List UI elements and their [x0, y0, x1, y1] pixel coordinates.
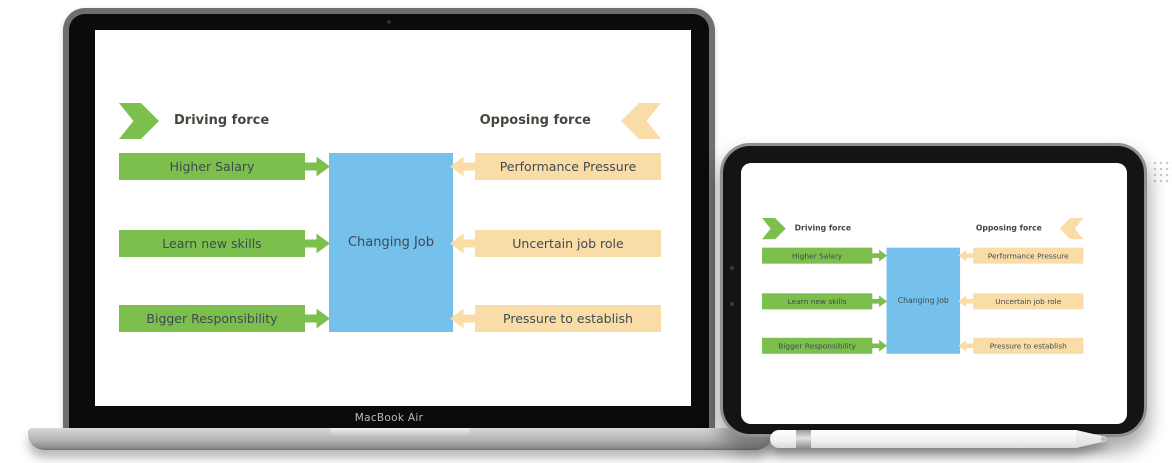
arrow-right-icon: [304, 233, 330, 254]
opposing-chevron-icon: [1059, 218, 1084, 240]
arrow-left-icon: [958, 339, 974, 352]
driving-force-bar: Higher Salary: [762, 247, 888, 264]
center-node: Changing Job: [329, 153, 453, 332]
opposing-force-label: Performance Pressure: [499, 159, 637, 174]
laptop-brand-label: MacBook Air: [354, 412, 424, 424]
stylus-body: [770, 430, 1078, 448]
driving-force-header: Driving force: [794, 223, 852, 233]
force-field-diagram-tablet: Driving force Opposing force Higher Sala…: [762, 218, 1084, 354]
driving-chevron-icon: [119, 103, 159, 139]
opposing-force-header: Opposing force: [479, 113, 591, 128]
opposing-force-bar: Pressure to establish: [450, 305, 661, 332]
stylus-band: [796, 430, 811, 448]
opposing-force-header: Opposing force: [975, 223, 1042, 233]
force-field-diagram-laptop: Driving force Opposing force Higher Sala…: [119, 103, 661, 333]
opposing-force-bar: Uncertain job role: [450, 230, 661, 257]
arrow-left-icon: [450, 156, 476, 177]
driving-force-bar: Bigger Responsibility: [762, 337, 888, 354]
tablet-camera-dot: [730, 302, 734, 306]
driving-force-bar: Learn new skills: [762, 293, 888, 310]
opposing-force-label: Performance Pressure: [987, 251, 1069, 261]
driving-force-label: Learn new skills: [787, 296, 847, 306]
tablet-screen: Driving force Opposing force Higher Sala…: [741, 163, 1127, 424]
arrow-right-icon: [871, 249, 888, 262]
arrow-left-icon: [450, 308, 476, 329]
arrow-right-icon: [871, 339, 888, 352]
opposing-force-label: Uncertain job role: [995, 296, 1062, 306]
opposing-force-bar: Performance Pressure: [450, 153, 661, 180]
opposing-force-bar: Uncertain job role: [958, 293, 1084, 310]
opposing-force-bar: Performance Pressure: [958, 247, 1084, 264]
driving-force-header: Driving force: [174, 113, 270, 128]
driving-force-bar: Bigger Responsibility: [119, 305, 330, 332]
opposing-force-bar: Pressure to establish: [958, 337, 1084, 354]
laptop-base: [28, 428, 772, 450]
opposing-force-label: Uncertain job role: [512, 236, 624, 251]
arrow-right-icon: [304, 156, 330, 177]
laptop-screen: Driving force Opposing force Higher Sala…: [95, 30, 691, 406]
driving-force-label: Bigger Responsibility: [778, 341, 857, 351]
arrow-left-icon: [958, 295, 974, 308]
halftone-decoration: [1152, 160, 1172, 186]
arrow-right-icon: [871, 295, 888, 308]
opposing-force-label: Pressure to establish: [503, 311, 633, 326]
arrow-left-icon: [958, 249, 974, 262]
laptop-mockup: Driving force Opposing force Higher Sala…: [63, 8, 715, 428]
arrow-left-icon: [450, 233, 476, 254]
driving-force-label: Higher Salary: [169, 159, 255, 174]
opposing-force-label: Pressure to establish: [989, 341, 1067, 351]
arrow-right-icon: [304, 308, 330, 329]
driving-force-bar: Higher Salary: [119, 153, 330, 180]
laptop-base-notch: [330, 428, 470, 437]
driving-chevron-icon: [762, 218, 786, 240]
stylus-pencil: [770, 430, 1110, 448]
driving-force-bar: Learn new skills: [119, 230, 330, 257]
tablet-mockup: Driving force Opposing force Higher Sala…: [720, 143, 1147, 437]
laptop-camera-dot: [387, 20, 391, 24]
opposing-chevron-icon: [621, 103, 661, 139]
driving-force-label: Higher Salary: [792, 251, 843, 261]
stylus-nib: [1101, 436, 1108, 442]
driving-force-label: Learn new skills: [162, 236, 262, 251]
tablet-camera-dot: [730, 266, 734, 270]
driving-force-label: Bigger Responsibility: [146, 311, 278, 326]
center-node: Changing Job: [886, 247, 961, 354]
